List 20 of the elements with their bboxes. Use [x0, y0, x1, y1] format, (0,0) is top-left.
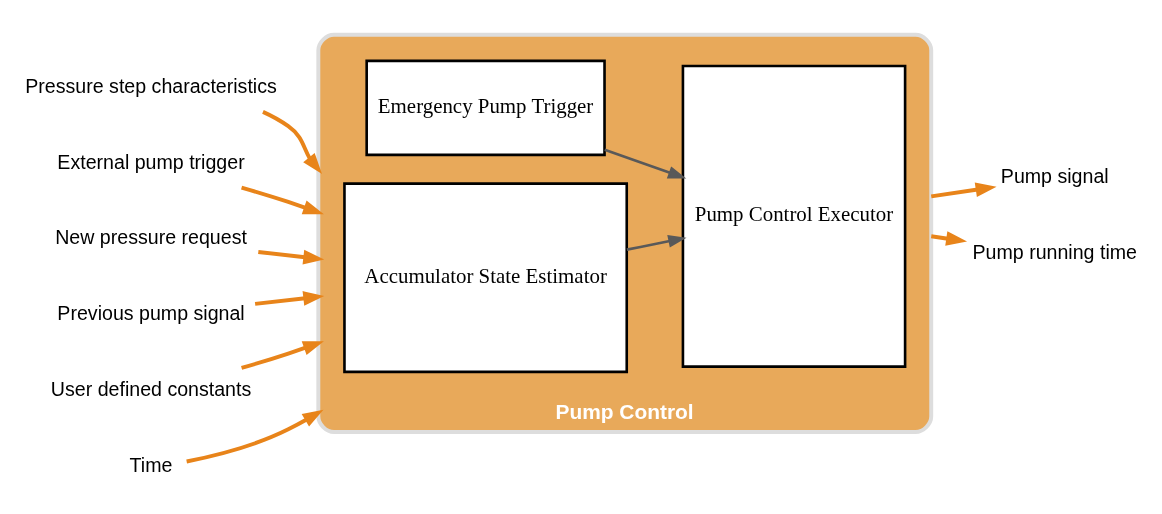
arrow [626, 234, 687, 251]
node-box: Accumulator State Estimator [343, 181, 629, 373]
node-text: Time [129, 453, 173, 476]
node-box: Emergency Pump Trigger [365, 59, 606, 156]
arrow [254, 290, 325, 306]
arrow [241, 185, 324, 214]
arrow [186, 409, 324, 463]
node-text: New pressure request [55, 225, 247, 248]
node-text: Pressure step characteristics [25, 74, 277, 97]
node-text: External pump trigger [57, 150, 245, 173]
arrow [241, 340, 324, 370]
node-box: Pump Control Executor [681, 64, 907, 368]
arrow [262, 109, 323, 174]
arrow [930, 182, 997, 198]
node-text: User defined constants [50, 377, 252, 400]
node-text: Pump signal [1000, 164, 1109, 187]
arrow [604, 147, 687, 179]
node-text: Pump running time [972, 240, 1137, 263]
arrow [258, 249, 325, 264]
node-text: Previous pump signal [57, 301, 245, 324]
